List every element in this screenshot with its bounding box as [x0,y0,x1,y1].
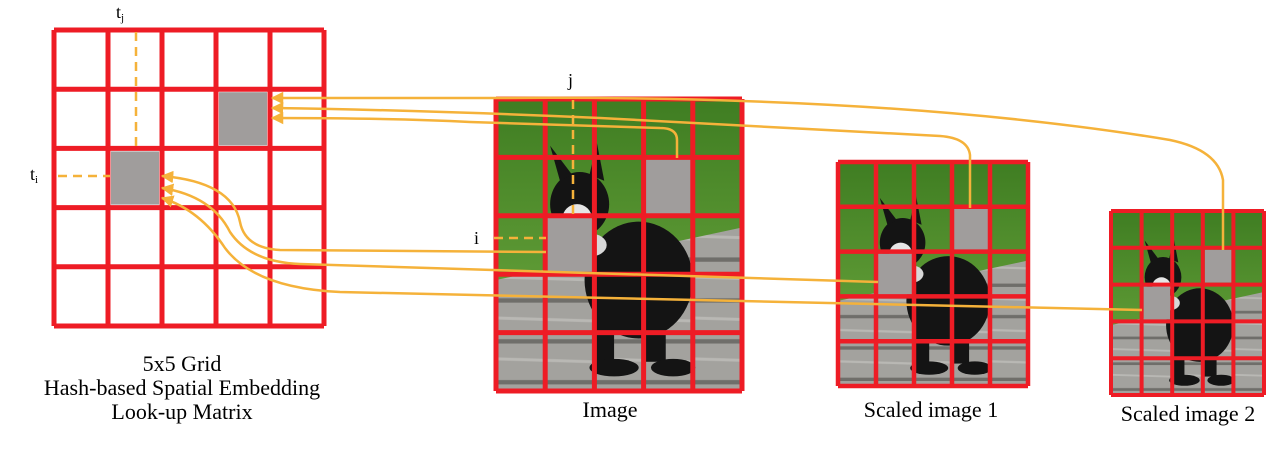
arrow-scaled1-bottom [160,183,879,284]
dog-photo [1111,211,1264,395]
scaled-image-2-panel [1109,209,1266,397]
image-panels [493,96,1266,397]
dog-photo [838,162,1028,386]
mapping-arrows [160,91,1225,312]
lookup-highlighted-cell [111,151,159,205]
highlighted-patch [547,217,593,273]
lookup-matrix-background [54,30,324,326]
dog-photo [496,99,742,391]
arrow-scaled1-top [270,101,972,208]
arrow-scaled2-top [270,91,1225,250]
arrow-image-bottom [160,170,547,254]
lookup-highlighted-cell [219,92,267,146]
arrow-image-top [270,111,679,158]
highlighted-patch [954,208,988,250]
highlighted-patch [1204,249,1232,283]
highlighted-patch [645,159,691,214]
scaled-image-1-panel [835,159,1031,389]
highlighted-patch [878,253,912,295]
guide-lines [58,32,575,240]
lookup-matrix [51,27,327,329]
highlighted-patch [1143,286,1171,320]
image-panel [493,96,745,394]
arrow-scaled2-bottom [160,195,1143,312]
